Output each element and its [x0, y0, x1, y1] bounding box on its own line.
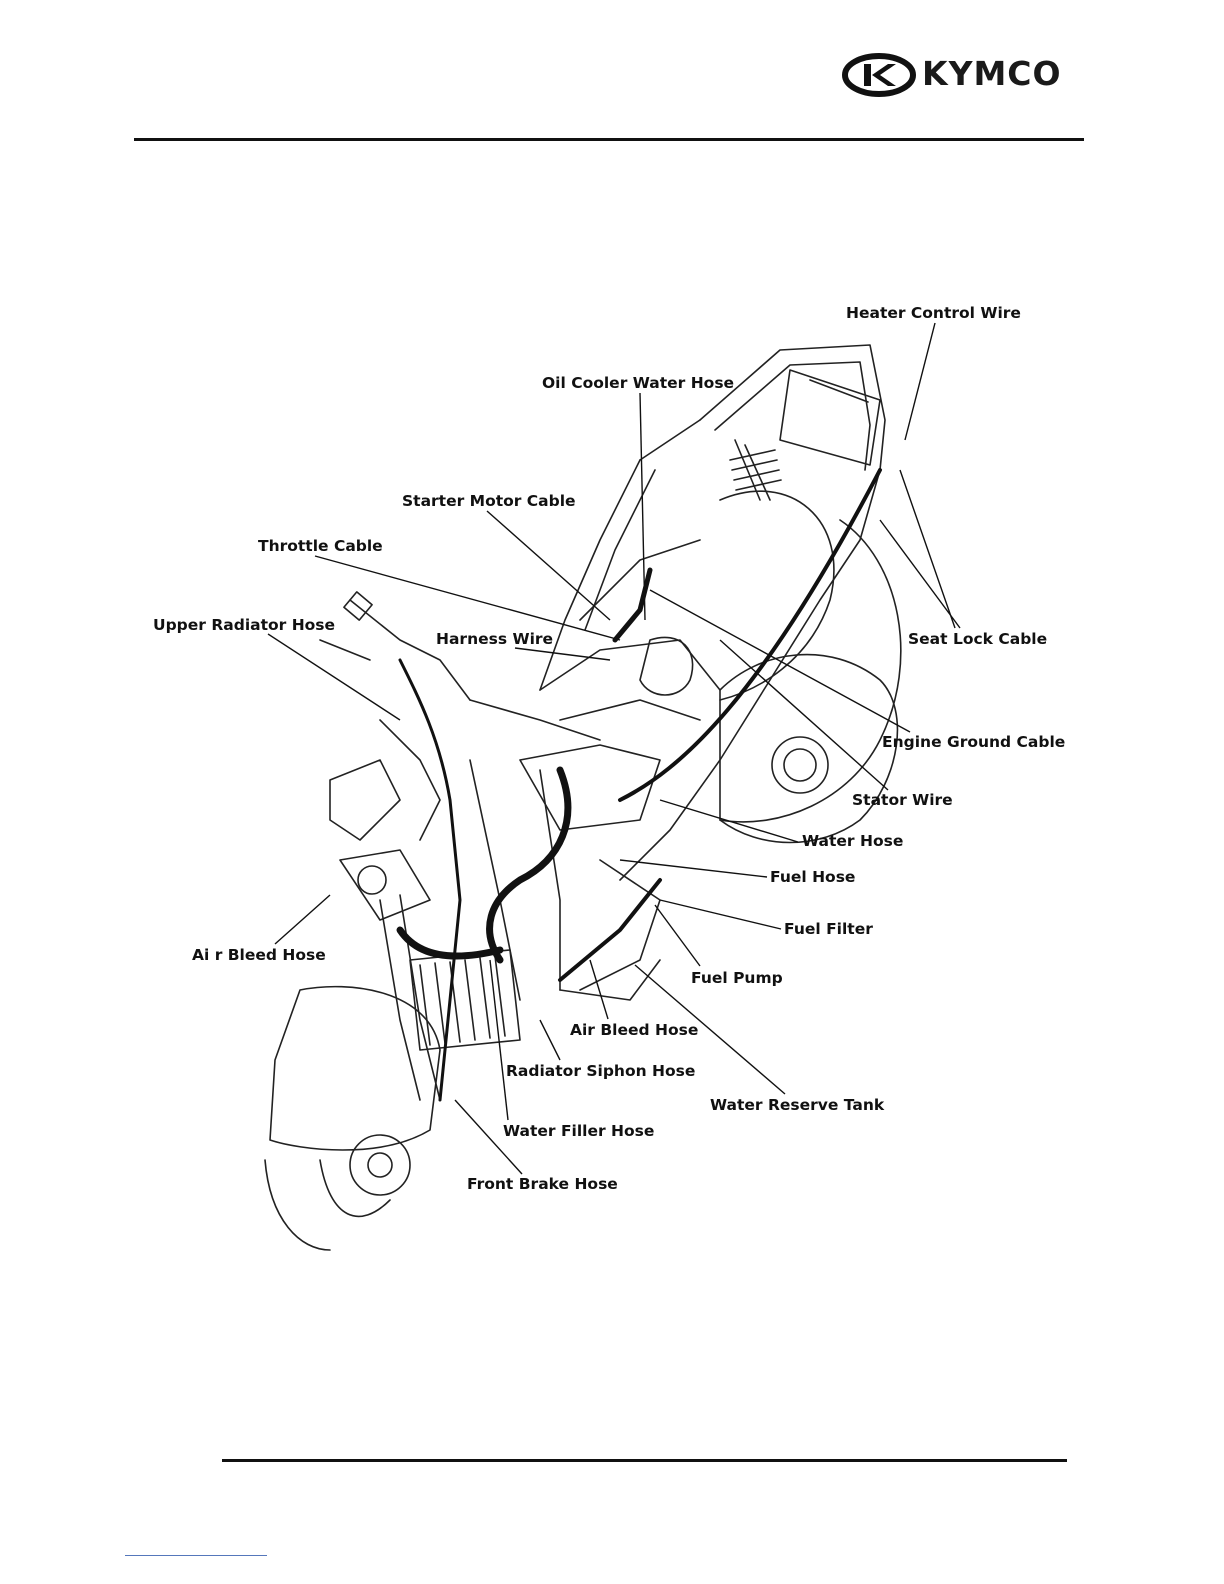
callout-water-hose: Water Hose — [802, 832, 904, 850]
callout-radiator-siphon-hose: Radiator Siphon Hose — [506, 1062, 696, 1080]
callout-fuel-hose: Fuel Hose — [770, 868, 856, 886]
callout-air-bleed-hose-left: Ai r Bleed Hose — [192, 946, 326, 964]
callout-fuel-filter: Fuel Filter — [784, 920, 873, 938]
kymco-logo: KYMCO — [842, 52, 1082, 100]
callout-fuel-pump: Fuel Pump — [691, 969, 783, 987]
kymco-emblem-icon — [842, 53, 916, 97]
callout-oil-cooler-water-hose: Oil Cooler Water Hose — [542, 374, 735, 392]
brand-name: KYMCO — [922, 54, 1062, 93]
callout-harness-wire: Harness Wire — [436, 630, 554, 648]
callout-seat-lock-cable: Seat Lock Cable — [908, 630, 1048, 648]
callout-upper-radiator-hose: Upper Radiator Hose — [153, 616, 336, 634]
callout-air-bleed-hose: Air Bleed Hose — [570, 1021, 699, 1039]
callout-starter-motor-cable: Starter Motor Cable — [402, 492, 576, 510]
callout-throttle-cable: Throttle Cable — [258, 537, 383, 555]
callout-engine-ground-cable: Engine Ground Cable — [882, 733, 1066, 751]
callout-heater-control-wire: Heater Control Wire — [846, 304, 1021, 322]
footer-link-underline[interactable] — [125, 1555, 267, 1556]
callout-water-filler-hose: Water Filler Hose — [503, 1122, 655, 1140]
footer-rule — [222, 1459, 1067, 1462]
callout-front-brake-hose: Front Brake Hose — [467, 1175, 618, 1193]
callout-stator-wire: Stator Wire — [852, 791, 953, 809]
header-rule — [134, 138, 1084, 141]
callout-water-reserve-tank: Water Reserve Tank — [710, 1096, 885, 1114]
